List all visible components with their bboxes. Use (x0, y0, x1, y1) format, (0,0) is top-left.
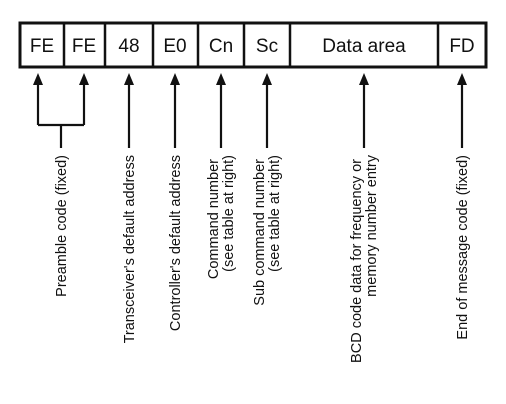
arrowhead (170, 73, 180, 85)
arrowhead (79, 73, 89, 85)
connectors (33, 73, 467, 148)
label-controller-address: Controller's default address (168, 155, 184, 331)
arrowhead (33, 73, 43, 85)
label-preamble: Preamble code (fixed) (54, 155, 70, 297)
cell-preamble-2: FE (72, 36, 96, 57)
arrowhead (124, 73, 134, 85)
cell-sub-command: Sc (256, 36, 278, 57)
frame-outline (18, 21, 488, 69)
frame-row: FE FE 48 E0 Cn Sc Data area FD (18, 21, 488, 69)
arrowhead (216, 73, 226, 85)
labels: Preamble code (fixed) Transceiver's defa… (54, 154, 471, 363)
cell-end-code: FD (449, 36, 474, 57)
label-command-number: Command number (see table at right) (206, 155, 237, 279)
cell-transceiver-address: 48 (118, 36, 139, 57)
arrowhead (262, 73, 272, 85)
arrowhead (457, 73, 467, 85)
arrowhead (359, 73, 369, 85)
cell-preamble-1: FE (30, 36, 54, 57)
label-bcd-data: BCD code data for frequency or memory nu… (349, 154, 380, 363)
cell-data-area: Data area (322, 36, 406, 57)
cell-command: Cn (209, 36, 233, 57)
cell-controller-address: E0 (163, 36, 186, 57)
label-transceiver-address: Transceiver's default address (122, 155, 138, 343)
label-end-code: End of message code (fixed) (455, 155, 471, 340)
label-sub-command-number: Sub command number (see table at right) (252, 155, 283, 306)
